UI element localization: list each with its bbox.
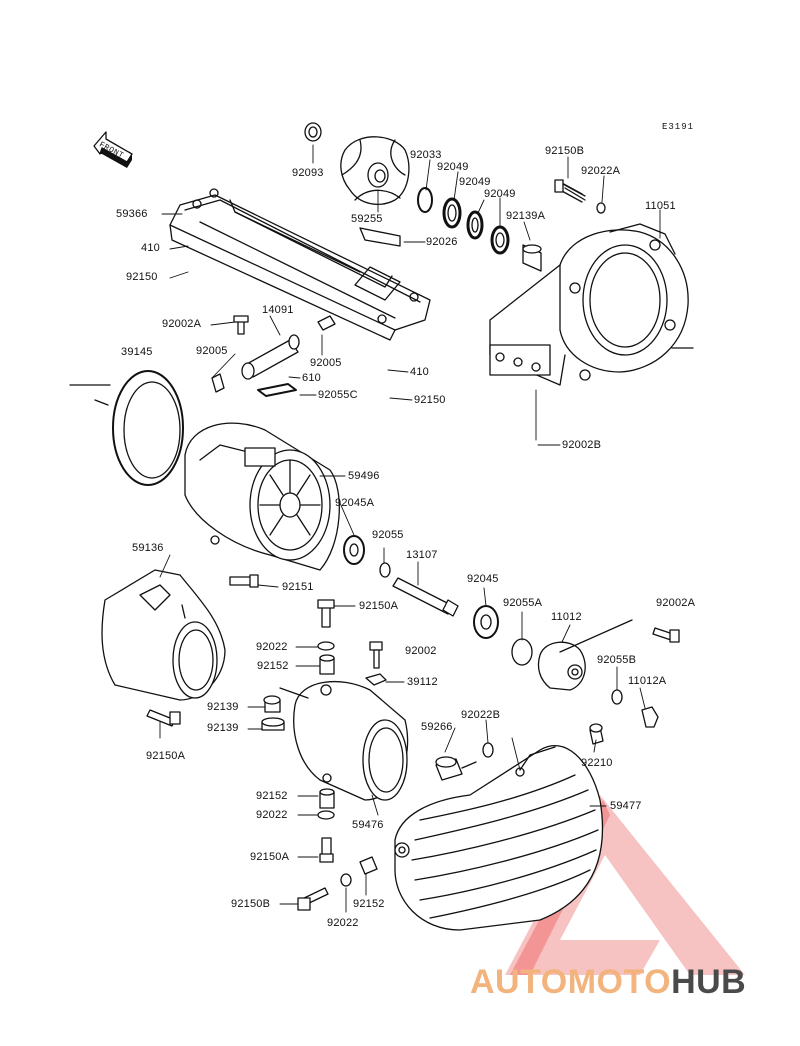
- holder-59266: [435, 756, 477, 781]
- part-label: 92152: [353, 898, 385, 910]
- part-label: 11012A: [628, 675, 667, 687]
- pump-case: [489, 223, 694, 386]
- part-label: 410: [141, 242, 160, 254]
- cap-92093: [304, 122, 322, 142]
- part-label: 59496: [348, 470, 380, 482]
- part-label: 610: [302, 372, 321, 384]
- cap-11012A: [611, 689, 659, 728]
- part-label: 92152: [256, 790, 288, 802]
- part-label: 92005: [196, 345, 228, 357]
- part-label: 92049: [437, 161, 469, 173]
- part-label: 92055C: [318, 389, 358, 401]
- part-label: 59136: [132, 542, 164, 554]
- part-label: 92055B: [597, 654, 637, 666]
- part-label: 11012: [551, 611, 582, 623]
- part-label: 92045A: [335, 497, 375, 509]
- reverse-bucket: [394, 744, 604, 931]
- ring-39145: [69, 370, 184, 486]
- part-label: 92151: [282, 581, 314, 593]
- part-label: 92150A: [146, 750, 186, 762]
- bearing-92045A: [343, 535, 391, 578]
- part-label: 92152: [257, 660, 289, 672]
- part-label: 92022: [256, 809, 288, 821]
- leader-lines: [159, 144, 661, 913]
- part-label: 59477: [610, 800, 642, 812]
- bolt-92002A-right: [652, 627, 680, 643]
- part-label: 92022A: [581, 165, 621, 177]
- part-label: 92022B: [461, 709, 501, 721]
- bolt-92150B-bottom: [297, 856, 378, 911]
- nozzle-59476: [279, 680, 409, 801]
- part-label: 92150B: [545, 145, 585, 157]
- upper-plate: [169, 188, 431, 341]
- part-label: 39112: [407, 676, 438, 688]
- shaft-13107: [392, 577, 459, 617]
- part-label: 11051: [645, 200, 676, 212]
- diagram-code: E3191: [662, 122, 695, 132]
- part-label: 92093: [292, 167, 324, 179]
- part-label: 92210: [581, 757, 613, 769]
- part-label: 92033: [410, 149, 442, 161]
- washer-92022B: [482, 723, 604, 758]
- fitting-14091: [211, 315, 336, 397]
- part-label: 59366: [116, 208, 148, 220]
- part-label: 92022: [327, 917, 359, 929]
- part-label: 92150A: [250, 851, 290, 863]
- stack-parts: [317, 599, 335, 675]
- part-label: 410: [410, 366, 429, 378]
- part-label: 92049: [484, 188, 516, 200]
- part-label: 92139A: [506, 210, 546, 222]
- part-label: 92045: [467, 573, 499, 585]
- part-label: 59255: [351, 213, 383, 225]
- part-label: 92002: [405, 645, 437, 657]
- part-label: 92005: [310, 357, 342, 369]
- front-arrow-icon: [93, 131, 133, 168]
- part-label: 92150B: [231, 898, 271, 910]
- part-label: 92055: [372, 529, 404, 541]
- cone-59136: [101, 569, 226, 701]
- bolt-92150A-left: [146, 709, 181, 727]
- part-label: 92002A: [656, 597, 696, 609]
- watermark-part2: HUB: [671, 963, 747, 1001]
- part-label: 59266: [421, 721, 453, 733]
- part-label: 92002A: [162, 318, 202, 330]
- pump-body: [184, 422, 340, 571]
- bolt-92151: [229, 574, 259, 588]
- part-label: 92139: [207, 722, 239, 734]
- cap-11012: [537, 619, 633, 691]
- bolt-92150B: [554, 179, 606, 214]
- part-label: 92002B: [562, 439, 602, 451]
- part-label: 92055A: [503, 597, 543, 609]
- lower-spacers: [317, 788, 335, 863]
- part-label: 92049: [459, 176, 491, 188]
- shim-92026: [359, 227, 401, 247]
- part-label: 92150A: [359, 600, 399, 612]
- bolt-92002: [365, 641, 387, 686]
- bushings-92139: [261, 695, 285, 731]
- part-label: 92139: [207, 701, 239, 713]
- part-label: 59476: [352, 819, 384, 831]
- impeller: [340, 136, 410, 205]
- part-label: 92026: [426, 236, 458, 248]
- part-label: 92150: [126, 271, 158, 283]
- part-label: 92022: [256, 641, 288, 653]
- watermark-logo: AUTOMOTOHUB: [470, 963, 746, 1002]
- bearing-92045: [473, 605, 533, 666]
- watermark-part1: AUTOMOTO: [470, 963, 672, 1001]
- part-label: 14091: [262, 304, 294, 316]
- part-label: 92150: [414, 394, 446, 406]
- part-label: 13107: [406, 549, 438, 561]
- bushing-92139A: [522, 244, 542, 272]
- part-label: 39145: [121, 346, 153, 358]
